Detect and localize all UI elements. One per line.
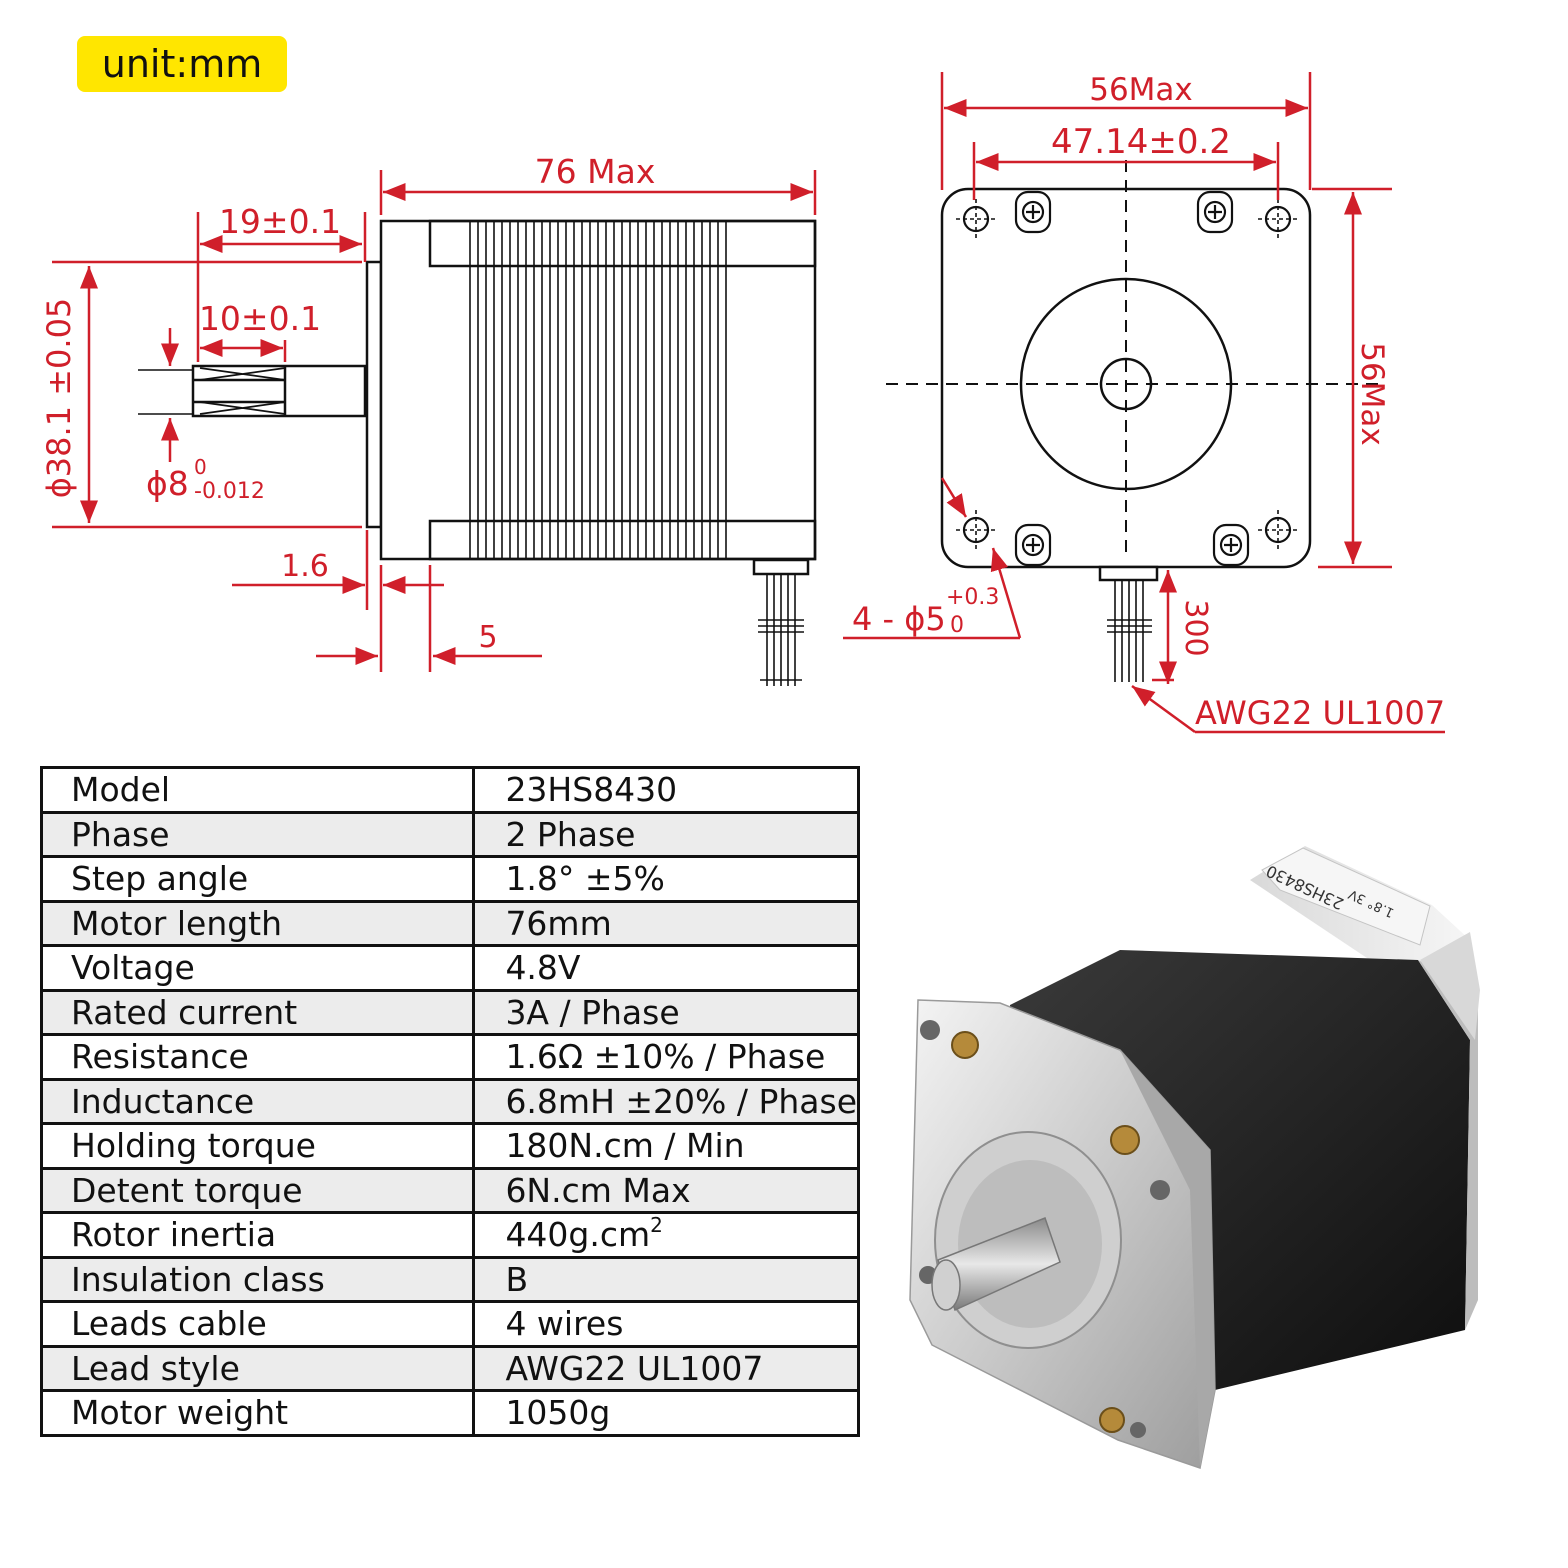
spec-value: 76mm: [472, 899, 860, 947]
spec-value: 4.8V: [472, 944, 860, 992]
spec-value-text: B: [505, 1259, 529, 1299]
spec-label: Insulation class: [39, 1255, 476, 1303]
spec-value-text: 2 Phase: [505, 814, 636, 854]
dim-flange-thickness: 5: [478, 620, 497, 655]
spec-value: 23HS8430: [472, 766, 860, 814]
dim-lead-length: 300: [1178, 599, 1213, 656]
spec-value-text: 4.8V: [505, 948, 581, 988]
spec-label: Holding torque: [39, 1122, 476, 1170]
spec-label: Rotor inertia: [39, 1211, 476, 1259]
spec-value-text: 180N.cm / Min: [505, 1126, 745, 1166]
spec-value: 4 wires: [472, 1300, 860, 1348]
front-view-labels: 56Max 47.14±0.2 56Max 300 4 - ϕ5 +0.3 0 …: [852, 72, 1445, 732]
dim-length: 76 Max: [535, 152, 656, 191]
dim-width: 56Max: [1089, 72, 1193, 108]
spec-value-text: 3A / Phase: [505, 992, 680, 1032]
spec-row: Motor weight 1050g: [39, 1389, 860, 1437]
spec-value-text: 4 wires: [505, 1304, 624, 1344]
spec-value-text: 1.8° ±5%: [505, 859, 665, 899]
front-view-drawing: [886, 160, 1380, 682]
spec-value: 3A / Phase: [472, 988, 860, 1036]
spec-label: Lead style: [39, 1344, 476, 1392]
spec-value: 180N.cm / Min: [472, 1122, 860, 1170]
dim-boss-height: 1.6: [281, 549, 329, 584]
spec-value-text: 6N.cm Max: [505, 1170, 691, 1210]
spec-value: 1.8° ±5%: [472, 855, 860, 903]
unit-badge: unit:mm: [77, 36, 287, 92]
side-view-drawing: [138, 219, 817, 686]
dim-holes-tol-lower: 0: [950, 613, 964, 638]
dim-height: 56Max: [1354, 342, 1390, 446]
dim-shaft-tol-lower: -0.012: [194, 479, 265, 504]
spec-label: Motor length: [39, 899, 476, 947]
dim-holes: 4 - ϕ5: [852, 600, 946, 638]
spec-label: Voltage: [39, 944, 476, 992]
spec-row: Model 23HS8430: [39, 766, 860, 814]
front-view-dimensions: [843, 72, 1445, 734]
dim-flat-length: 10±0.1: [199, 299, 321, 338]
spec-value-text: 76mm: [505, 903, 612, 943]
screw-head: [1196, 190, 1234, 234]
spec-row: Rated current 3A / Phase: [39, 988, 860, 1036]
spec-label: Motor weight: [39, 1389, 476, 1437]
spec-row: Step angle 1.8° ±5%: [39, 855, 860, 903]
spec-row: Detent torque 6N.cm Max: [39, 1166, 860, 1214]
spec-value: AWG22 UL1007: [472, 1344, 860, 1392]
spec-row: Insulation class B: [39, 1255, 860, 1303]
spec-value-text: 23HS8430: [505, 770, 678, 810]
spec-row: Phase 2 Phase: [39, 810, 860, 858]
spec-value: 1.6Ω ±10% / Phase: [472, 1033, 860, 1081]
spec-value-text: 1.6Ω ±10% / Phase: [505, 1037, 826, 1077]
dim-holes-tol-upper: +0.3: [946, 585, 999, 610]
spec-value-text: 440g.cm: [505, 1215, 651, 1255]
dim-boss-diameter: ϕ38.1 ±0.05: [40, 298, 78, 499]
screw-head: [1014, 190, 1052, 234]
spec-row: Voltage 4.8V: [39, 944, 860, 992]
spec-value: 440g.cm2: [472, 1211, 860, 1259]
spec-value-text: AWG22 UL1007: [505, 1348, 764, 1388]
cooling-fins: [469, 221, 727, 559]
dim-hole-spacing: 47.14±0.2: [1051, 122, 1231, 162]
spec-value: 6.8mH ±20% / Phase: [472, 1077, 860, 1125]
spec-value: 6N.cm Max: [472, 1166, 860, 1214]
dim-shaft-length: 19±0.1: [219, 202, 341, 241]
spec-value-text: 1050g: [505, 1393, 611, 1433]
spec-label: Detent torque: [39, 1166, 476, 1214]
wire-label: AWG22 UL1007: [1195, 694, 1445, 732]
spec-row: Resistance 1.6Ω ±10% / Phase: [39, 1033, 860, 1081]
spec-row: Motor length 76mm: [39, 899, 860, 947]
spec-label: Leads cable: [39, 1300, 476, 1348]
spec-row: Lead style AWG22 UL1007: [39, 1344, 860, 1392]
spec-label: Rated current: [39, 988, 476, 1036]
spec-label: Model: [39, 766, 476, 814]
dim-shaft-diameter: ϕ8: [146, 464, 189, 503]
side-view-labels: 76 Max 19±0.1 10±0.1 ϕ38.1 ±0.05 ϕ8 0 -0…: [40, 152, 655, 655]
spec-value-superscript: 2: [650, 1213, 663, 1238]
screw-head: [1212, 523, 1250, 567]
side-view-dimensions: [52, 170, 817, 672]
spec-value: 2 Phase: [472, 810, 860, 858]
spec-label: Inductance: [39, 1077, 476, 1125]
spec-label: Step angle: [39, 855, 476, 903]
spec-value: 1050g: [472, 1389, 860, 1437]
spec-value-text: 6.8mH ±20% / Phase: [505, 1081, 857, 1121]
spec-row: Leads cable 4 wires: [39, 1300, 860, 1348]
dim-shaft-tol-upper: 0: [194, 455, 207, 479]
screw-head: [1014, 523, 1052, 567]
motor-photo: 23HS8430 1.8° 3V: [909, 846, 1480, 1469]
spec-label: Resistance: [39, 1033, 476, 1081]
spec-value: B: [472, 1255, 860, 1303]
spec-row: Inductance 6.8mH ±20% / Phase: [39, 1077, 860, 1125]
spec-row: Holding torque 180N.cm / Min: [39, 1122, 860, 1170]
spec-label: Phase: [39, 810, 476, 858]
